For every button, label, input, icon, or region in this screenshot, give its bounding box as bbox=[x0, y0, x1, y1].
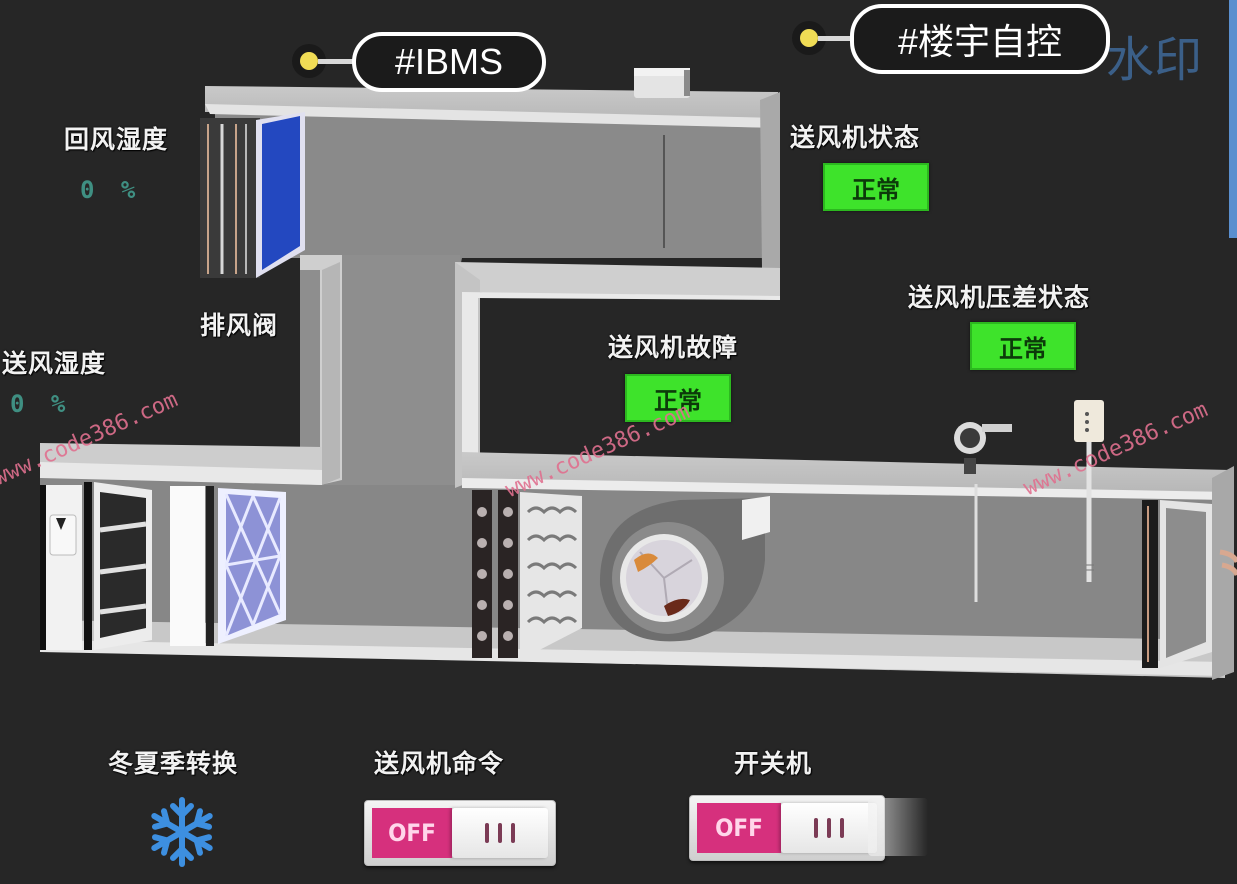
grip-line-icon bbox=[840, 818, 844, 838]
power-knob[interactable] bbox=[781, 803, 877, 853]
ibms-tag-text: #IBMS bbox=[394, 41, 504, 82]
fan-status-value: 正常 bbox=[852, 175, 900, 204]
power-toggle[interactable]: OFF bbox=[689, 795, 885, 861]
return-air-humidity-value: 0 % bbox=[80, 176, 142, 204]
left-gap bbox=[0, 270, 300, 445]
heating-cooling-coil bbox=[472, 490, 582, 660]
fan-command-state: OFF bbox=[388, 819, 436, 847]
duct-sensor-box bbox=[634, 68, 690, 98]
power-off-indicator: OFF bbox=[697, 803, 781, 853]
fan-command-label: 送风机命令 bbox=[374, 749, 505, 778]
grip-line-icon bbox=[485, 823, 489, 843]
right-edge-scrollbar[interactable] bbox=[1229, 0, 1237, 238]
ibms-tag: #IBMS bbox=[352, 32, 546, 92]
grip-line-icon bbox=[511, 823, 515, 843]
grip-line-icon bbox=[814, 818, 818, 838]
ibms-tag-connector bbox=[318, 59, 354, 64]
fan-command-toggle[interactable]: OFF bbox=[364, 800, 556, 866]
fan-pressure-diff-badge: 正常 bbox=[970, 322, 1076, 370]
fan-status-badge: 正常 bbox=[823, 163, 929, 211]
fan-fault-badge: 正常 bbox=[625, 374, 731, 422]
building-automation-tag-text: #楼宇自控 bbox=[897, 21, 1063, 62]
snowflake-icon bbox=[146, 797, 218, 868]
supply-fan bbox=[599, 496, 770, 642]
bas-tag-connector bbox=[818, 36, 854, 41]
watermark-text: 水印 bbox=[1106, 32, 1203, 88]
fan-command-off-indicator: OFF bbox=[372, 808, 452, 858]
fan-pressure-diff-label: 送风机压差状态 bbox=[908, 283, 1091, 312]
season-switch-button[interactable] bbox=[146, 796, 218, 868]
fan-pressure-diff-value: 正常 bbox=[999, 334, 1047, 363]
season-switch-label: 冬夏季转换 bbox=[108, 749, 239, 778]
pressure-transmitter bbox=[954, 422, 1012, 602]
power-state: OFF bbox=[715, 814, 763, 842]
outlet-heat-exchanger bbox=[1142, 500, 1237, 668]
fan-fault-value: 正常 bbox=[654, 386, 702, 415]
supply-intake-section bbox=[40, 482, 286, 650]
grip-line-icon bbox=[498, 823, 502, 843]
fan-status-label: 送风机状态 bbox=[790, 123, 921, 152]
bas-tag-dot bbox=[800, 29, 818, 47]
supply-air-humidity-value: 0 % bbox=[10, 390, 72, 418]
grip-line-icon bbox=[827, 818, 831, 838]
building-automation-tag: #楼宇自控 bbox=[850, 4, 1110, 74]
fan-fault-label: 送风机故障 bbox=[608, 333, 739, 362]
exhaust-damper-label: 排风阀 bbox=[200, 311, 279, 340]
return-air-filter bbox=[200, 112, 305, 278]
power-knob-motion-ghost bbox=[868, 798, 928, 856]
humidity-probe bbox=[1074, 400, 1104, 582]
power-label: 开关机 bbox=[734, 749, 813, 778]
fan-command-knob[interactable] bbox=[452, 808, 548, 858]
supply-air-humidity-label: 送风湿度 bbox=[2, 349, 107, 378]
ibms-tag-dot bbox=[300, 52, 318, 70]
return-air-humidity-label: 回风湿度 bbox=[64, 125, 169, 154]
